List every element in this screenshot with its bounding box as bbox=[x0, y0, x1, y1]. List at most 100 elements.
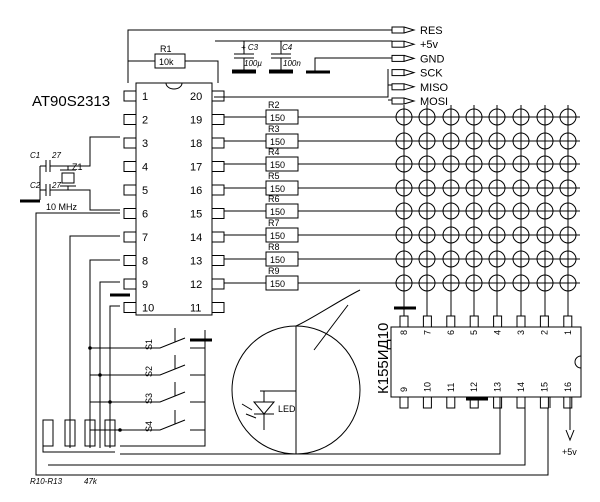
decoder-pin-top bbox=[399, 315, 409, 328]
matrix-led bbox=[442, 202, 460, 220]
decoder-pin-bottom bbox=[493, 396, 503, 409]
decoder-pin-number: 9 bbox=[399, 387, 409, 392]
row-resistor-name: R9 bbox=[268, 266, 280, 276]
matrix-led bbox=[465, 132, 483, 150]
mcu-pin-number: 5 bbox=[142, 185, 148, 197]
connector-pin bbox=[391, 54, 405, 62]
matrix-led bbox=[442, 250, 460, 268]
decoder-pin-bottom bbox=[516, 396, 526, 409]
mcu-pin-right bbox=[211, 161, 225, 172]
matrix-led bbox=[418, 250, 436, 268]
pulldown-resistor bbox=[42, 419, 54, 447]
matrix-led bbox=[536, 155, 554, 173]
c1-name: C1 bbox=[30, 151, 40, 160]
mcu-pin-number: 14 bbox=[190, 232, 202, 244]
connector-label: SCK bbox=[420, 68, 443, 80]
mcu-pin-left bbox=[123, 161, 137, 172]
c4-name: C4 bbox=[282, 43, 293, 52]
mcu-chip bbox=[135, 82, 213, 316]
matrix-led bbox=[559, 274, 577, 292]
decoder-pin-top bbox=[563, 315, 573, 328]
switch-label: S2 bbox=[144, 366, 154, 377]
row-resistor bbox=[265, 109, 299, 125]
mcu-pin-number: 4 bbox=[142, 162, 148, 174]
matrix-led bbox=[488, 155, 506, 173]
decoder-pin-top bbox=[446, 315, 456, 328]
matrix-led bbox=[418, 108, 436, 126]
matrix-led bbox=[512, 226, 530, 244]
mcu-pin-right bbox=[211, 208, 225, 219]
connector-label: RES bbox=[420, 25, 443, 37]
decoder-pin-number: 6 bbox=[446, 330, 456, 335]
matrix-led bbox=[418, 132, 436, 150]
switch-label: S4 bbox=[144, 421, 154, 432]
pulldown-label: R10-R13 bbox=[30, 477, 63, 486]
matrix-led bbox=[559, 155, 577, 173]
row-resistor-value: 150 bbox=[270, 160, 285, 170]
mcu-pin-number: 11 bbox=[190, 303, 201, 315]
mcu-pin-number: 15 bbox=[190, 209, 202, 221]
matrix-led bbox=[559, 132, 577, 150]
mcu-pin-left bbox=[123, 255, 137, 266]
mcu-pin-number: 1 bbox=[142, 91, 148, 103]
decoder-pin-number: 4 bbox=[493, 330, 503, 335]
switch-label: S1 bbox=[144, 339, 154, 350]
connector-pin bbox=[391, 40, 405, 48]
connector-arrow-icon bbox=[403, 26, 416, 34]
matrix-led bbox=[488, 250, 506, 268]
matrix-led bbox=[512, 108, 530, 126]
mcu-pin-number: 16 bbox=[190, 185, 202, 197]
matrix-led bbox=[488, 202, 506, 220]
connector-pin bbox=[391, 97, 405, 105]
matrix-led bbox=[465, 202, 483, 220]
matrix-led bbox=[442, 132, 460, 150]
matrix-led bbox=[418, 155, 436, 173]
row-resistor-value: 150 bbox=[270, 255, 285, 265]
row-resistor bbox=[265, 275, 299, 291]
mcu-pin-left bbox=[123, 231, 137, 243]
mcu-pin-right bbox=[211, 90, 225, 102]
r1-name: R1 bbox=[160, 44, 172, 54]
led-label: LED bbox=[278, 404, 296, 414]
mcu-pin-number: 8 bbox=[142, 256, 148, 268]
mcu-name: AT90S2313 bbox=[32, 93, 110, 110]
matrix-led bbox=[559, 250, 577, 268]
decoder-pin-top bbox=[422, 315, 432, 328]
c3-value: 100µ bbox=[244, 59, 262, 68]
mcu-pin-number: 9 bbox=[142, 279, 148, 291]
mcu-pin-right bbox=[211, 255, 225, 266]
matrix-led bbox=[418, 179, 436, 197]
mcu-pin-left bbox=[123, 278, 137, 290]
decoder-pin-bottom bbox=[422, 396, 432, 409]
decoder-pin-number: 3 bbox=[516, 330, 526, 335]
matrix-led bbox=[395, 274, 413, 292]
matrix-led bbox=[442, 274, 460, 292]
mcu-pin-left bbox=[123, 302, 137, 313]
decoder-pin-number: 15 bbox=[539, 382, 549, 392]
matrix-led bbox=[465, 226, 483, 244]
matrix-led bbox=[395, 155, 413, 173]
mcu-pin-right bbox=[211, 137, 225, 149]
connector-arrow-icon bbox=[403, 40, 416, 48]
matrix-led bbox=[465, 179, 483, 197]
matrix-led bbox=[536, 108, 554, 126]
pulldown-value: 47k bbox=[84, 477, 98, 486]
row-resistor-value: 150 bbox=[270, 279, 285, 289]
connector-arrow-icon bbox=[403, 83, 416, 91]
decoder-pin-bottom bbox=[469, 396, 479, 409]
matrix-led bbox=[395, 226, 413, 244]
matrix-led bbox=[536, 274, 554, 292]
connector-pin bbox=[391, 83, 405, 91]
row-resistor-name: R3 bbox=[268, 124, 280, 134]
row-resistor-name: R4 bbox=[268, 147, 280, 157]
connector-arrow-icon bbox=[403, 69, 416, 77]
decoder-pin-top bbox=[469, 315, 479, 328]
decoder-pin-number: 10 bbox=[422, 382, 432, 392]
crystal-z1 bbox=[61, 172, 75, 184]
row-resistor-name: R7 bbox=[268, 218, 280, 228]
matrix-led bbox=[559, 179, 577, 197]
decoder-pin-number: 13 bbox=[493, 382, 503, 392]
mcu-pin-number: 18 bbox=[190, 138, 202, 150]
decoder-pin-number: 12 bbox=[469, 382, 479, 392]
